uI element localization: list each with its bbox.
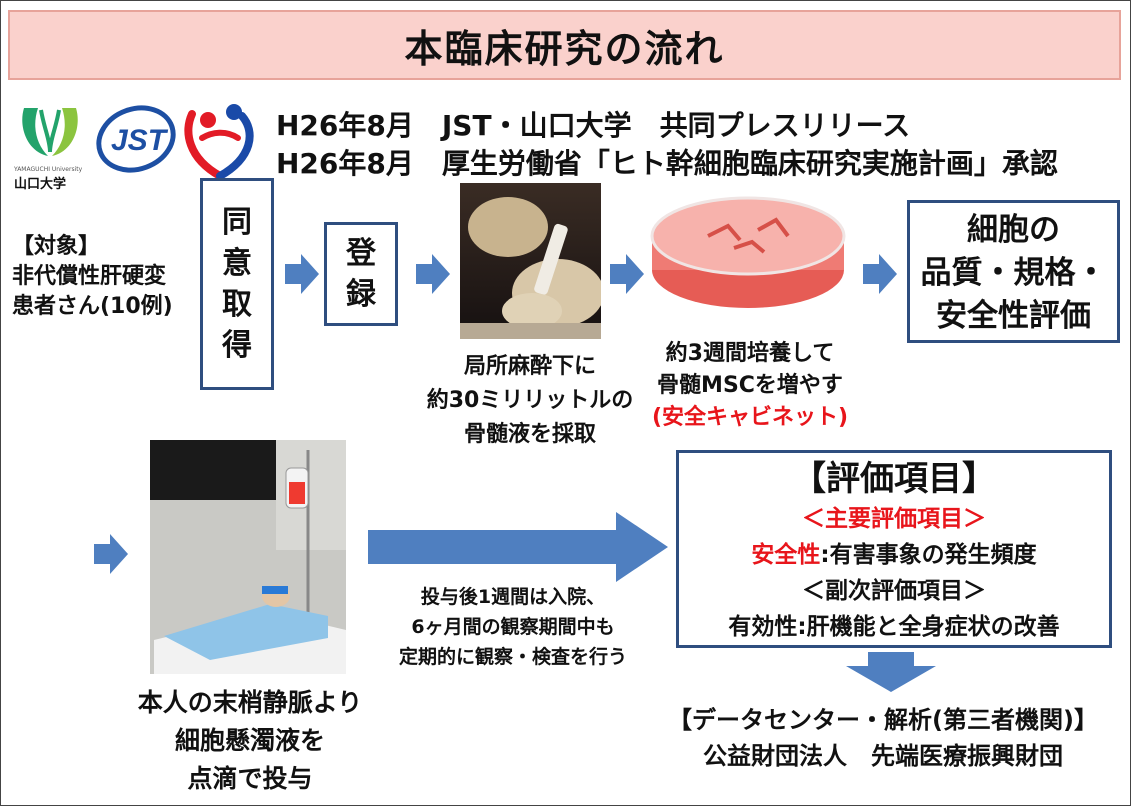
evaluation-heading: 【評価項目】 [792, 459, 996, 499]
yamaguchi-small-text: YAMAGUCHI University [14, 166, 83, 173]
culture-text: 約3週間培養して 骨髄MSCを増やす (安全キャビネット) [640, 338, 860, 434]
registration-box: 登 録 [324, 222, 398, 326]
arrow-right-icon [285, 254, 319, 294]
jst-logo-text: JST [111, 124, 169, 157]
consent-char: 意 [222, 246, 252, 281]
subject-text: 【対象】 非代償性肝硬変 患者さん(10例) [12, 232, 173, 322]
page-title-text: 本臨床研究の流れ [404, 26, 725, 71]
quality-evaluation-box: 細胞の 品質・規格・ 安全性評価 [907, 200, 1120, 343]
culture-line: 骨髄MSCを増やす [657, 373, 843, 398]
approval-line: H26年8月 厚生労働省「ヒト幹細胞臨床研究実施計画」承認 [276, 147, 1058, 180]
registration-char: 登 [346, 236, 376, 271]
safety-cabinet-note: (安全キャビネット) [651, 405, 849, 430]
culture-line: 約3週間培養して [665, 341, 835, 366]
followup-line: 投与後1週間は入院、 [420, 586, 606, 608]
arrow-right-icon [863, 254, 897, 294]
infusion-patient-photo [150, 440, 346, 674]
mhlw-logo [180, 98, 260, 182]
page-title: 本臨床研究の流れ [8, 10, 1121, 80]
datacenter-line: 【データセンター・解析(第三者機関)】 [668, 706, 1098, 734]
harvest-line: 局所麻酔下に [463, 354, 596, 379]
jst-logo: JST [94, 104, 178, 174]
arrow-down-icon [846, 652, 936, 692]
arrow-right-icon [416, 254, 450, 294]
consent-char: 得 [222, 328, 252, 363]
harvest-text: 局所麻酔下に 約30ミリリットルの 骨髄液を採取 [420, 350, 640, 452]
arrow-right-icon [94, 534, 128, 574]
infusion-text: 本人の末梢静脈より 細胞懸濁液を 点滴で投与 [80, 684, 420, 798]
followup-line: 6ヶ月間の観察期間中も [411, 616, 615, 638]
petri-dish-image [648, 196, 848, 314]
long-arrow-right-icon [368, 512, 668, 582]
infusion-line: 細胞懸濁液を [174, 726, 325, 755]
infusion-line: 点滴で投与 [187, 764, 313, 793]
evaluation-items-box: 【評価項目】 ＜主要評価項目＞ 安全性:有害事象の発生頻度 ＜副次評価項目＞ 有… [676, 450, 1112, 648]
subject-count: 患者さん(10例) [12, 294, 173, 319]
subject-condition: 非代償性肝硬変 [12, 264, 167, 289]
consent-char: 同 [222, 205, 252, 240]
press-release-line: H26年8月 JST・山口大学 共同プレスリリース [276, 109, 911, 142]
bone-marrow-harvest-photo [460, 183, 601, 339]
subject-heading: 【対象】 [12, 234, 101, 259]
quality-line: 品質・規格・ [920, 255, 1107, 291]
primary-endpoint-key: 安全性 [751, 542, 821, 568]
arrow-right-icon [610, 254, 644, 294]
consent-char: 取 [222, 287, 252, 322]
yamaguchi-label: 山口大学 [14, 177, 67, 192]
datacenter-text: 【データセンター・解析(第三者機関)】 公益財団法人 先端医療振興財団 [648, 702, 1118, 774]
secondary-endpoint-heading: ＜副次評価項目＞ [802, 578, 986, 604]
followup-line: 定期的に観察・検査を行う [398, 646, 627, 668]
followup-text: 投与後1週間は入院、 6ヶ月間の観察期間中も 定期的に観察・検査を行う [368, 582, 658, 672]
harvest-line: 約30ミリリットルの [426, 388, 634, 413]
quality-line: 細胞の [967, 212, 1060, 248]
harvest-line: 骨髄液を採取 [463, 422, 596, 447]
primary-endpoint-value: :有害事象の発生頻度 [820, 542, 1037, 568]
registration-char: 録 [346, 277, 376, 312]
primary-endpoint-heading: ＜主要評価項目＞ [802, 506, 986, 532]
quality-line: 安全性評価 [936, 298, 1091, 334]
secondary-endpoint: 有効性:肝機能と全身症状の改善 [728, 614, 1060, 640]
yamaguchi-university-logo: YAMAGUCHI University 山口大学 [14, 100, 86, 192]
datacenter-line: 公益財団法人 先端医療振興財団 [703, 742, 1063, 770]
infusion-line: 本人の末梢静脈より [137, 688, 363, 717]
consent-box: 同 意 取 得 [200, 178, 274, 390]
primary-endpoint: 安全性:有害事象の発生頻度 [679, 537, 1109, 573]
